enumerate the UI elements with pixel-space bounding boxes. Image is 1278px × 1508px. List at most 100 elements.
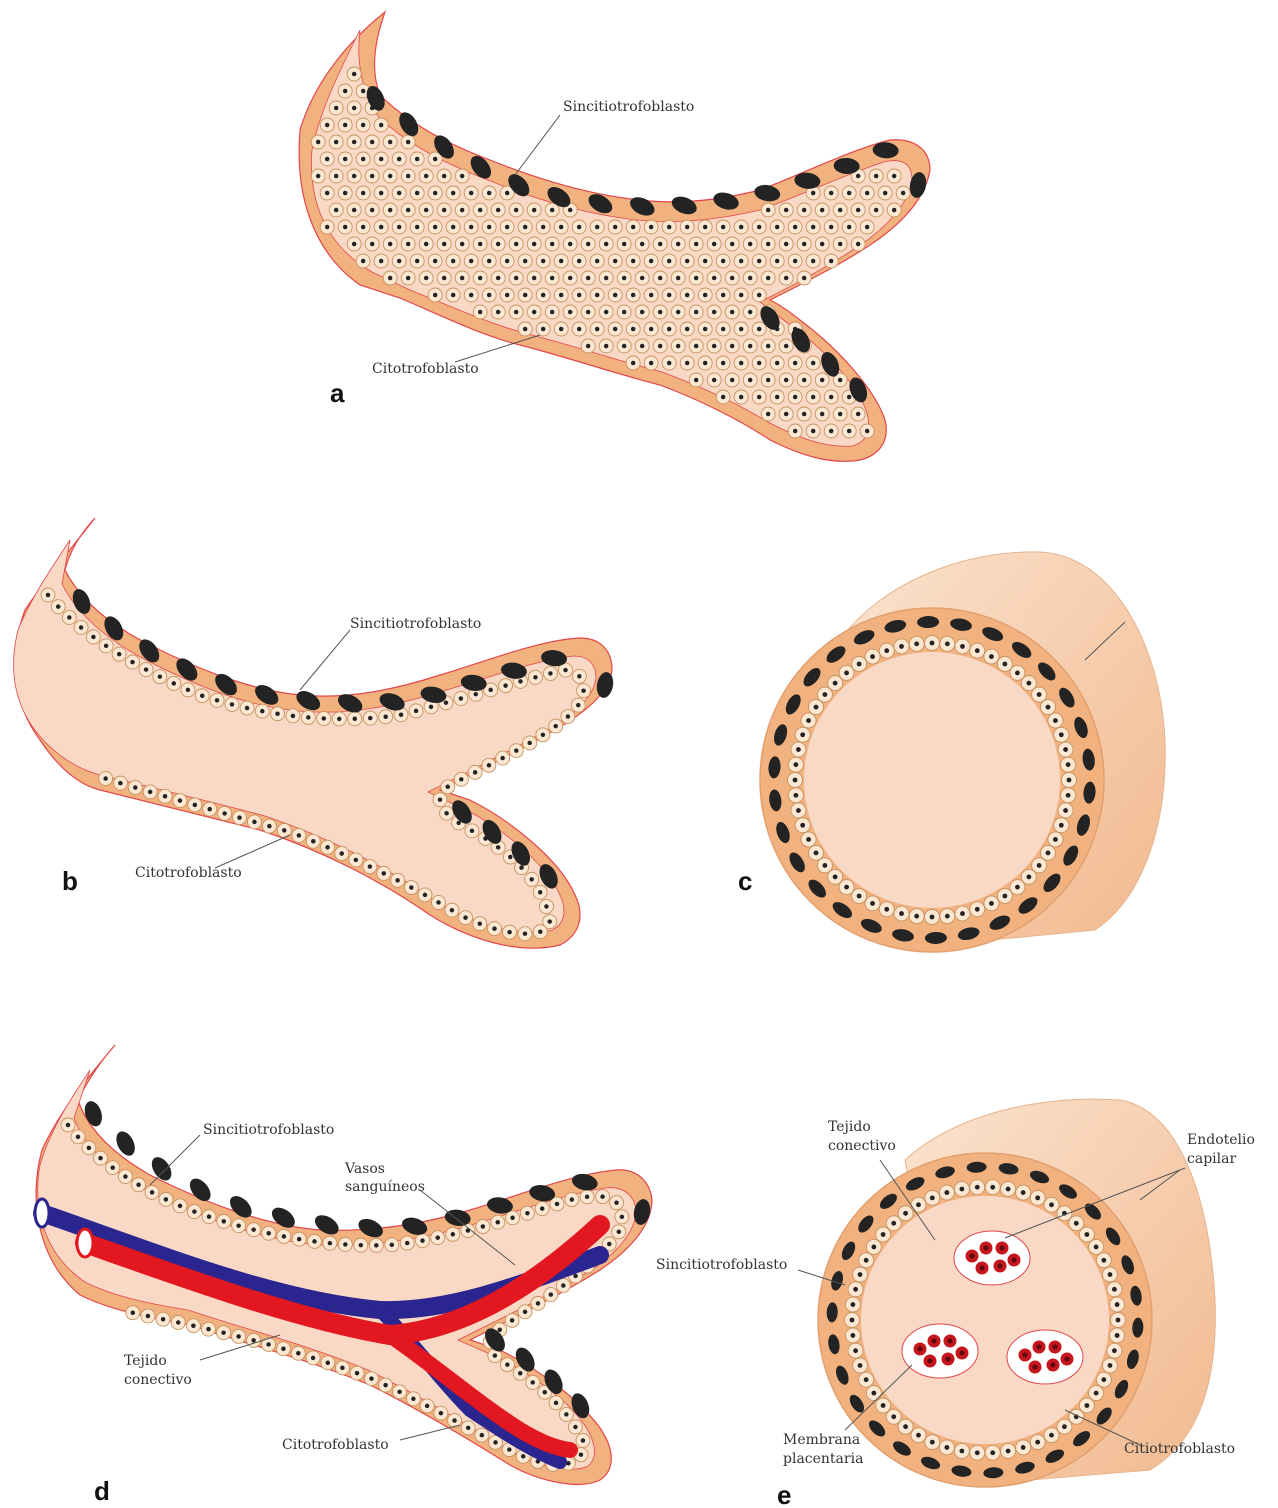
cell-nucleus — [577, 293, 581, 297]
cell-nucleus — [508, 855, 512, 859]
cell-nucleus — [1002, 894, 1007, 899]
cell-nucleus — [325, 157, 329, 161]
cell-nucleus — [730, 344, 734, 348]
cell-nucleus — [1049, 1433, 1054, 1438]
panel-d-label-vessels-line2: sanguíneos — [345, 1179, 425, 1195]
cell-nucleus — [811, 225, 815, 229]
cell-nucleus — [478, 921, 482, 925]
cell-nucleus — [103, 776, 107, 780]
cell-nucleus — [76, 1135, 80, 1139]
cell-nucleus — [117, 652, 121, 656]
cell-nucleus — [215, 698, 219, 702]
cell-nucleus — [766, 412, 770, 416]
panel-d-label-syncytiotrophoblast: Sincitiotrofoblasto — [203, 1122, 334, 1138]
cell-nucleus — [600, 1194, 604, 1198]
cell-nucleus — [676, 310, 680, 314]
cell-nucleus — [622, 310, 626, 314]
cell-nucleus — [343, 1242, 347, 1246]
cell-nucleus — [459, 777, 463, 781]
panel-e-label-cytotrophoblast: Citiotrofoblasto — [1124, 1441, 1235, 1457]
cell-nucleus — [334, 106, 338, 110]
cell-nucleus — [838, 412, 842, 416]
panel-b-secondary-villus: Sincitiotrofoblasto Citotrofoblasto b — [14, 518, 616, 948]
cell-nucleus — [1053, 718, 1058, 723]
panel-c-stroma — [804, 652, 1060, 908]
cell-nucleus — [544, 904, 548, 908]
cell-nucleus — [514, 748, 518, 752]
cell-nucleus — [222, 811, 226, 815]
cell-nucleus — [192, 1209, 196, 1213]
cell-nucleus — [397, 157, 401, 161]
cell-nucleus — [766, 208, 770, 212]
cell-nucleus — [316, 174, 320, 178]
cell-nucleus — [658, 344, 662, 348]
cell-nucleus — [379, 191, 383, 195]
cell-nucleus — [425, 1404, 429, 1408]
cell-nucleus — [802, 276, 806, 280]
cell-nucleus — [577, 674, 581, 678]
cell-nucleus — [442, 242, 446, 246]
cell-nucleus — [1115, 1302, 1120, 1307]
cell-nucleus — [549, 1292, 553, 1296]
cell-nucleus — [144, 667, 148, 671]
cell-nucleus — [355, 1371, 359, 1375]
cell-nucleus — [703, 259, 707, 263]
cell-nucleus — [793, 225, 797, 229]
cell-nucleus — [649, 259, 653, 263]
cell-nucleus — [352, 72, 356, 76]
cell-nucleus — [207, 1214, 211, 1218]
cell-nucleus — [883, 191, 887, 195]
cell-nucleus — [1074, 1221, 1079, 1226]
cell-nucleus — [325, 191, 329, 195]
cell-nucleus — [186, 688, 190, 692]
cell-nucleus — [1015, 885, 1020, 890]
cell-nucleus — [368, 864, 372, 868]
cell-nucleus — [748, 310, 752, 314]
cell-nucleus — [631, 327, 635, 331]
cell-nucleus — [469, 225, 473, 229]
cell-nucleus — [435, 1235, 439, 1239]
cell-nucleus — [252, 820, 256, 824]
cell-nucleus — [613, 225, 617, 229]
cell-nucleus — [739, 361, 743, 365]
cell-nucleus — [469, 293, 473, 297]
panel-a-label-syncytiotrophoblast: Sincitiotrofoblasto — [563, 99, 694, 115]
panel-d-letter: d — [94, 1476, 110, 1506]
panel-d-label-connective-line2: conectivo — [124, 1372, 192, 1388]
panel-e-label-connective-line2: conectivo — [828, 1138, 896, 1154]
cell-nucleus — [613, 327, 617, 331]
cell-nucleus — [340, 1366, 344, 1370]
cell-nucleus — [67, 615, 71, 619]
cell-nucleus — [424, 242, 428, 246]
cell-nucleus — [595, 225, 599, 229]
cell-nucleus — [514, 208, 518, 212]
cell-nucleus — [793, 762, 798, 767]
red-blood-cell-center — [998, 1264, 1003, 1269]
cell-nucleus — [874, 174, 878, 178]
cell-nucleus — [478, 242, 482, 246]
cell-nucleus — [343, 157, 347, 161]
cell-nucleus — [312, 1239, 316, 1243]
cell-nucleus — [858, 1272, 863, 1277]
cell-nucleus — [266, 1342, 270, 1346]
cell-nucleus — [844, 670, 849, 675]
cell-nucleus — [492, 926, 496, 930]
cell-nucleus — [960, 911, 965, 916]
cell-nucleus — [667, 259, 671, 263]
cell-nucleus — [796, 747, 801, 752]
cell-nucleus — [829, 191, 833, 195]
cell-nucleus — [361, 191, 365, 195]
cell-nucleus — [730, 378, 734, 382]
cell-nucleus — [442, 276, 446, 280]
cell-nucleus — [903, 1211, 908, 1216]
cell-nucleus — [442, 208, 446, 212]
cell-nucleus — [148, 790, 152, 794]
cell-nucleus — [523, 259, 527, 263]
cell-nucleus — [930, 1440, 935, 1445]
red-blood-cell-center — [1023, 1353, 1028, 1358]
cell-nucleus — [721, 259, 725, 263]
cell-nucleus — [550, 242, 554, 246]
cell-nucleus — [1037, 863, 1042, 868]
cell-nucleus — [563, 668, 567, 672]
